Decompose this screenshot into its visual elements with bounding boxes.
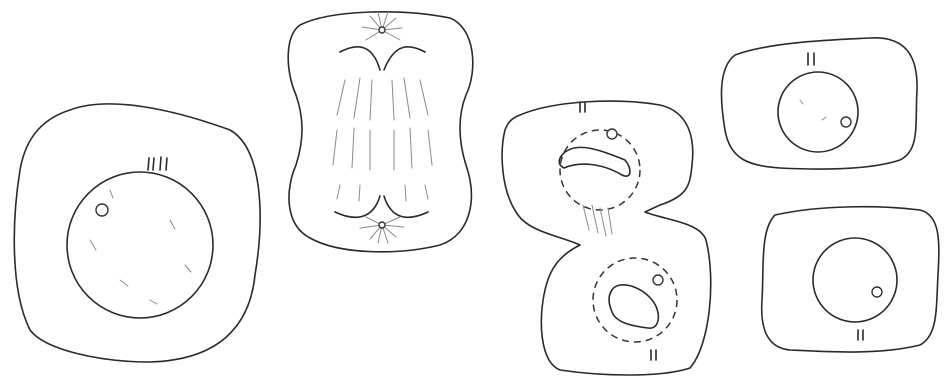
anaphase-cell (288, 12, 473, 252)
cell-membrane (762, 207, 939, 352)
nucleolus (96, 204, 108, 216)
nucleus (778, 72, 858, 152)
lower-centrioles (651, 350, 656, 360)
cell-membrane (288, 12, 473, 252)
lower-nuclear-envelope (593, 258, 677, 342)
daughter-cell-bottom (762, 207, 939, 352)
telophase-cell (502, 101, 711, 375)
upper-aster (362, 12, 402, 40)
cell-membrane (14, 104, 260, 362)
upper-chromosome-mass (559, 147, 630, 176)
upper-chromosomes (340, 47, 425, 70)
lower-chromosomes (335, 196, 428, 217)
upper-nuclear-envelope (560, 130, 640, 210)
centrioles (148, 157, 167, 170)
cell-membrane (502, 101, 711, 375)
chromatin-texture (800, 100, 826, 120)
nucleus (67, 172, 213, 318)
interphase-cell (14, 104, 260, 362)
daughter-cell-top (721, 38, 917, 169)
nucleolus (872, 287, 882, 297)
lower-chromosome-mass (609, 285, 658, 328)
upper-centrioles (580, 102, 585, 112)
spindle-fibers (333, 78, 432, 201)
centrioles (808, 53, 814, 65)
cell-membrane (721, 38, 917, 169)
nucleus (813, 238, 897, 322)
lower-nucleolus (653, 275, 663, 285)
centrioles (858, 330, 863, 340)
upper-nucleolus (607, 129, 617, 139)
lower-aster (360, 217, 404, 243)
nucleolus (841, 117, 851, 127)
